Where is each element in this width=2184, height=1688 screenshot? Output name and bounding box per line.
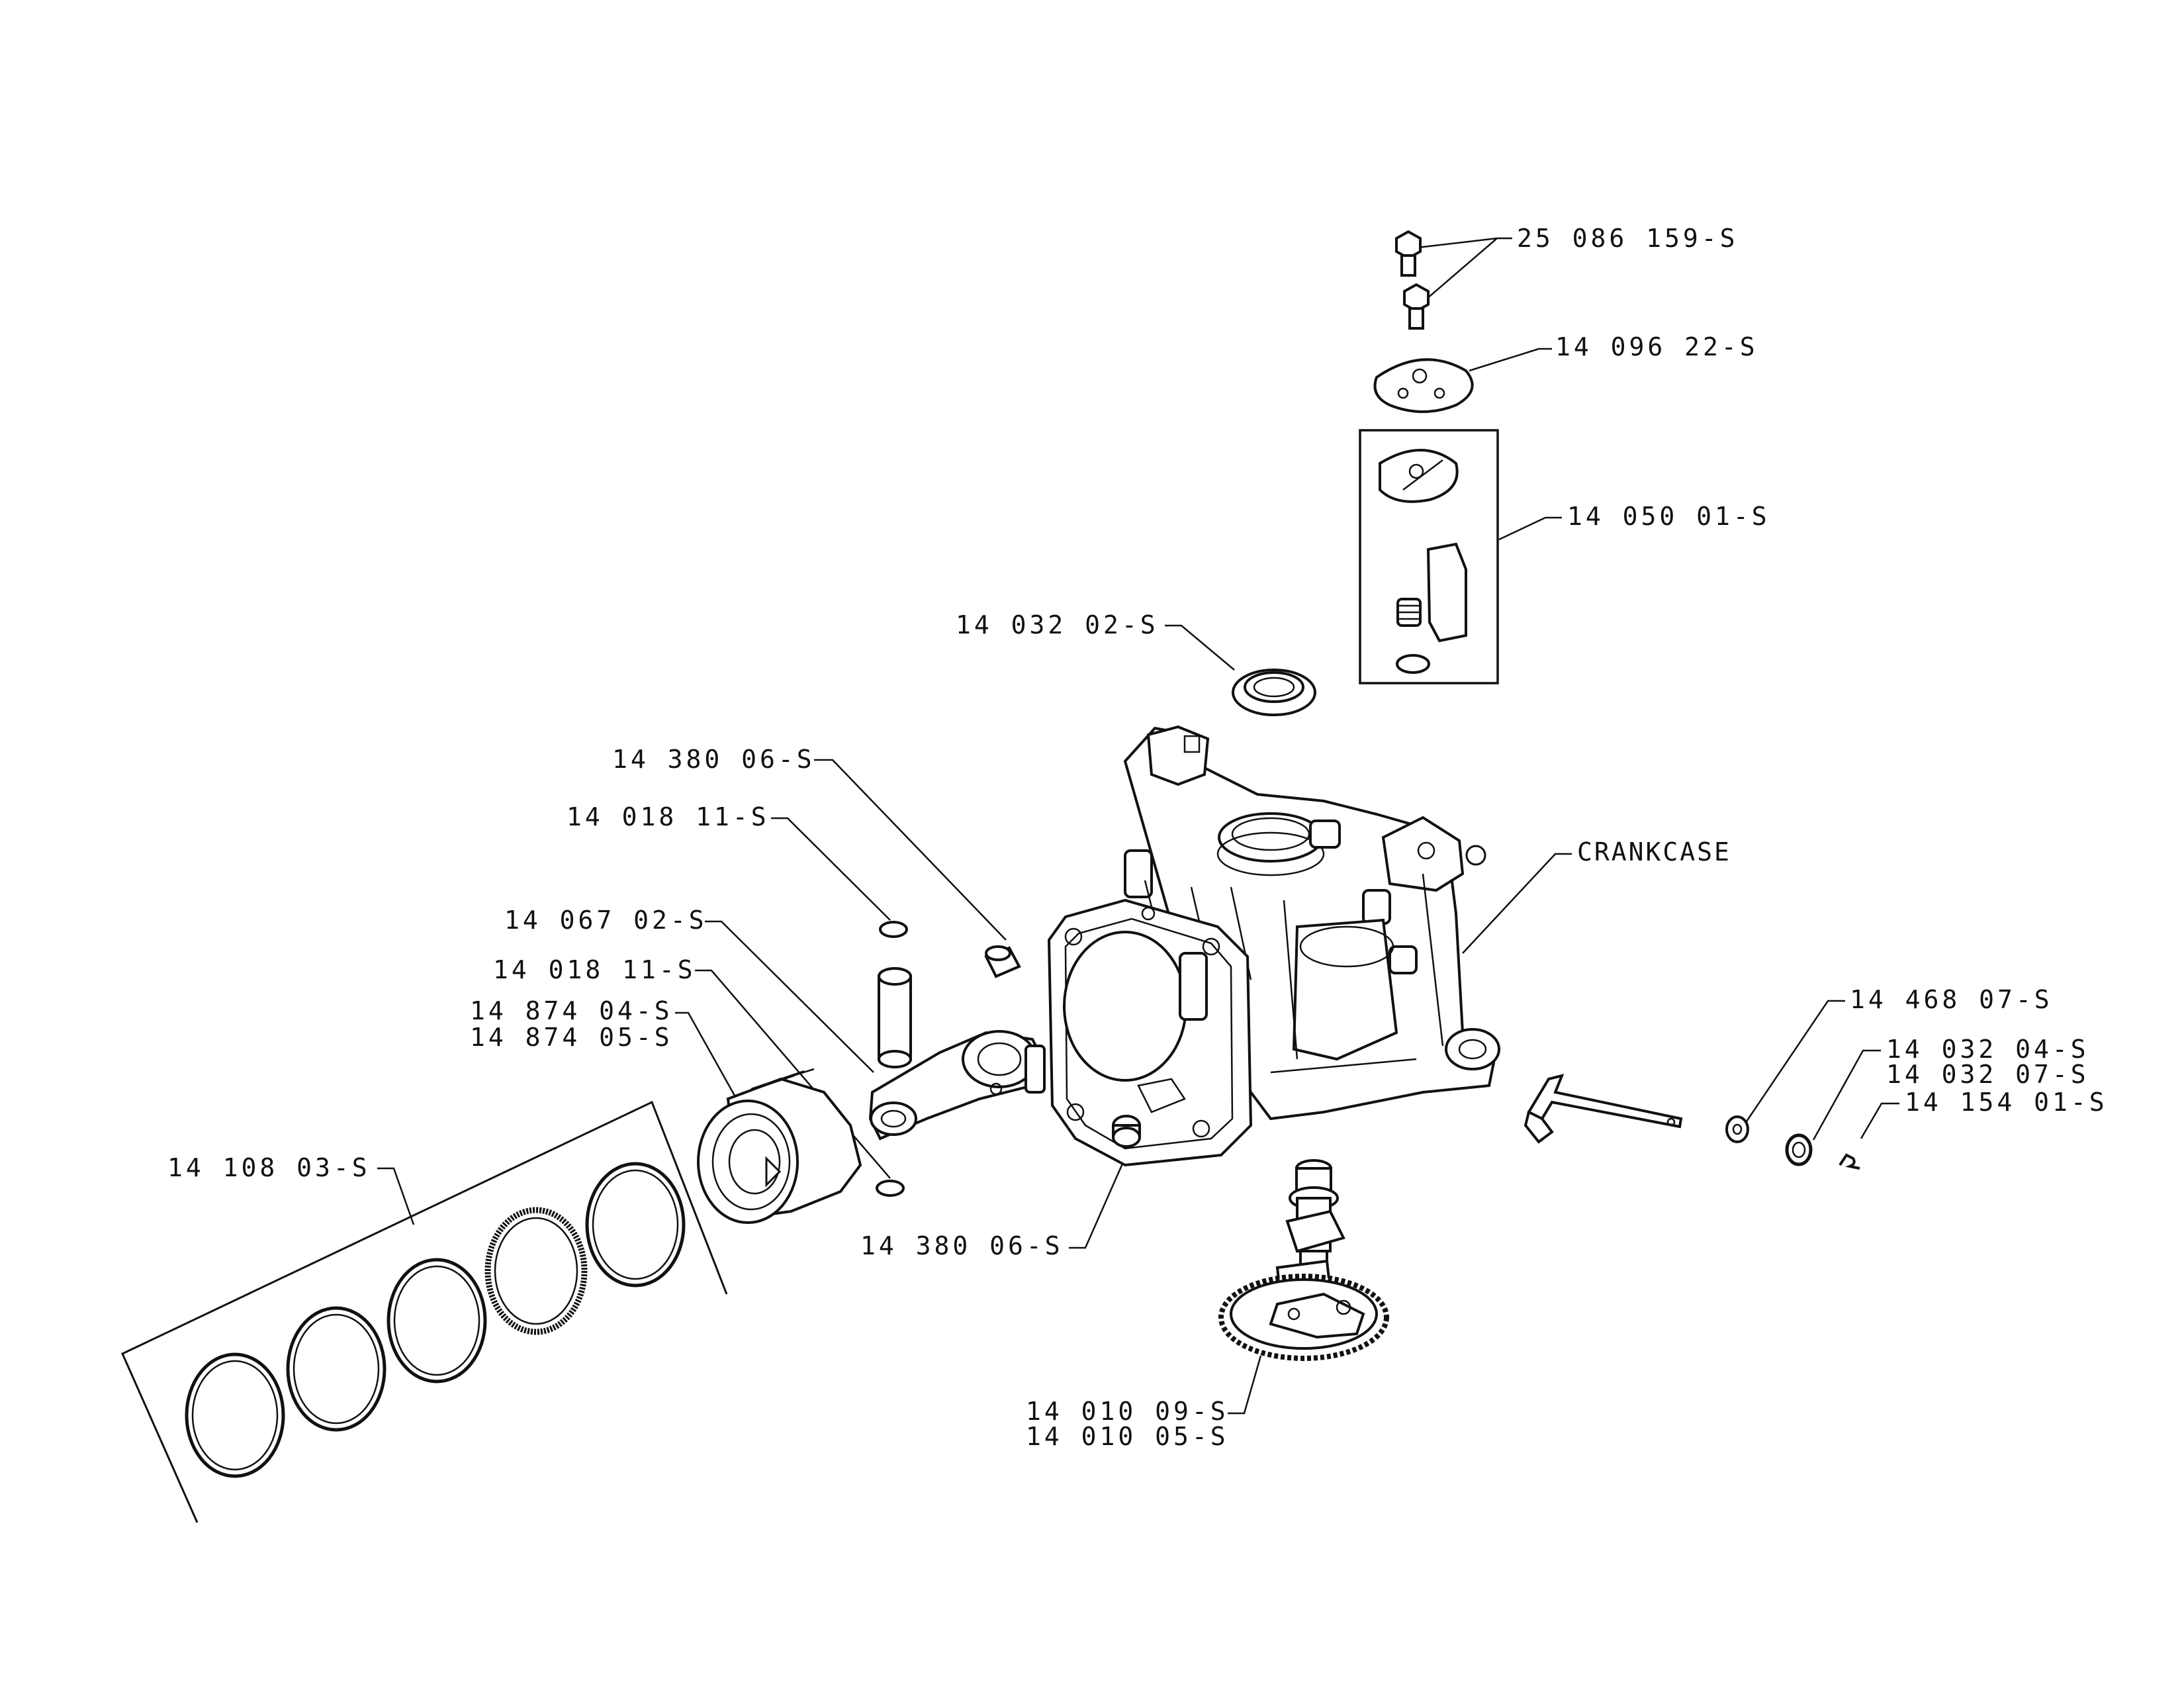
breather-kit-part bbox=[1359, 429, 1499, 684]
leader-lines bbox=[377, 237, 1899, 1415]
label-camshaft-b: 14 010 05-S bbox=[1026, 1422, 1229, 1451]
label-piston-rings: 14 108 03-S bbox=[167, 1153, 371, 1182]
label-circlip-bottom: 14 018 11-S bbox=[493, 955, 696, 984]
label-seal-a: 14 032 04-S bbox=[1886, 1035, 2089, 1064]
label-connecting-rod: 14 067 02-S bbox=[504, 906, 707, 935]
label-camshaft-a: 14 010 09-S bbox=[1026, 1397, 1229, 1426]
label-piston-a: 14 874 04-S bbox=[470, 996, 673, 1025]
label-oil-seal: 14 032 02-S bbox=[956, 610, 1159, 639]
label-breather-kit: 14 050 01-S bbox=[1567, 502, 1770, 531]
label-piston-b: 14 874 05-S bbox=[470, 1023, 673, 1052]
camshaft-part bbox=[1218, 1159, 1389, 1361]
circlip-bottom-part bbox=[876, 1180, 905, 1197]
label-crankcase: CRANKCASE bbox=[1577, 837, 1731, 867]
dowel-top-part bbox=[984, 945, 1021, 978]
oil-seal-part bbox=[1232, 669, 1316, 716]
washer-part bbox=[1725, 1115, 1749, 1143]
piston-pin-part bbox=[878, 967, 912, 1068]
crankcase-part bbox=[1047, 725, 1500, 1167]
circlip-top-part bbox=[879, 921, 908, 938]
label-clip: 14 154 01-S bbox=[1905, 1088, 2108, 1117]
governor-shaft-part bbox=[1524, 1074, 1683, 1144]
label-dowel-bottom: 14 380 06-S bbox=[860, 1231, 1064, 1260]
seal-part bbox=[1785, 1133, 1813, 1166]
label-circlip-top: 14 018 11-S bbox=[567, 802, 770, 831]
label-cover-plate: 14 096 22-S bbox=[1555, 332, 1758, 361]
label-dowel-top: 14 380 06-S bbox=[612, 745, 815, 774]
screw-part bbox=[1395, 230, 1430, 330]
label-washer: 14 468 07-S bbox=[1850, 985, 2053, 1014]
piston-rings-part bbox=[121, 1100, 728, 1523]
piston-part bbox=[697, 1068, 862, 1224]
clip-part bbox=[1839, 1153, 1860, 1170]
connecting-rod-part bbox=[868, 1030, 1046, 1141]
label-seal-b: 14 032 07-S bbox=[1886, 1060, 2089, 1089]
cover-plate-part bbox=[1373, 358, 1474, 413]
label-screw: 25 086 159-S bbox=[1517, 224, 1739, 253]
